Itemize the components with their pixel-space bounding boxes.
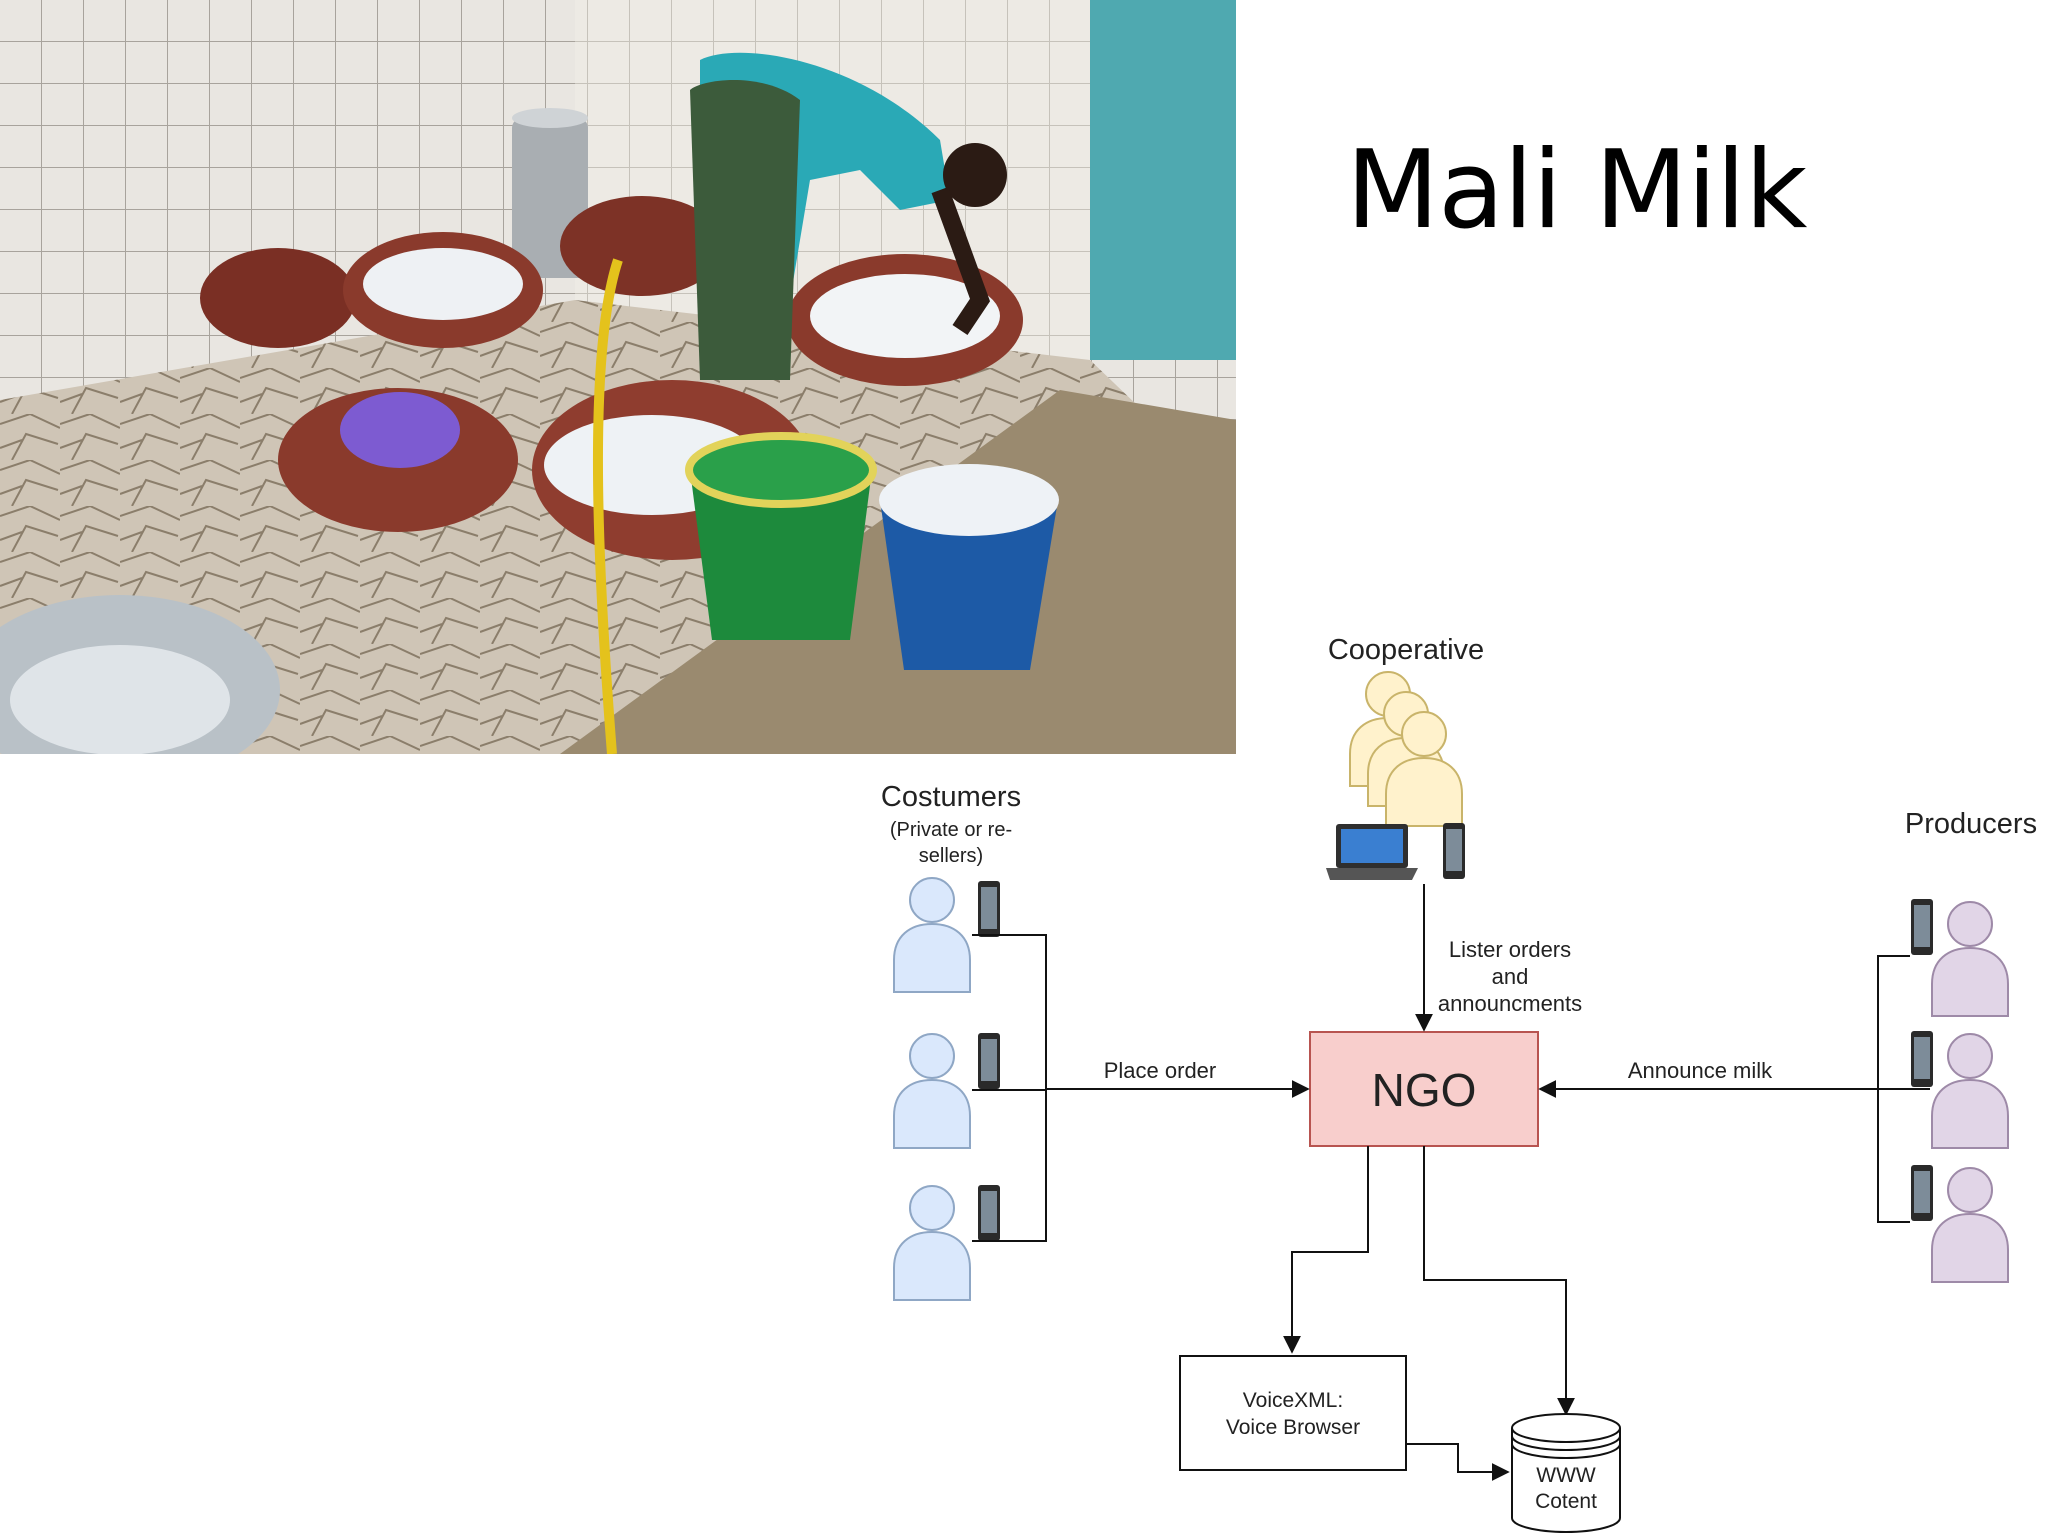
- edge-voicexml-to-www: [1406, 1443, 1510, 1481]
- edge-ngo-to-www: [1423, 1146, 1575, 1416]
- customer-person-icon: [893, 1033, 971, 1149]
- customers-label: Costumers: [881, 781, 1021, 813]
- edge-lister-line2: and: [1492, 964, 1529, 989]
- producer-person-icon: [1931, 1033, 2009, 1149]
- cooperative-label: Cooperative: [1328, 634, 1484, 666]
- cooperative-phone-icon: [1443, 823, 1465, 879]
- www-line2: Cotent: [1535, 1490, 1597, 1513]
- voicexml-box: [1179, 1355, 1407, 1471]
- customer-person-icon: [893, 877, 971, 993]
- ngo-label: NGO: [1372, 1064, 1477, 1116]
- customer-phone-icon: [978, 881, 1000, 937]
- voicexml-line1: VoiceXML:: [1243, 1389, 1343, 1412]
- milk-processing-photo: [0, 0, 1236, 754]
- customer-person-icon: [893, 1185, 971, 1301]
- producer-phone-icon: [1911, 1165, 1933, 1221]
- edge-announce-milk-label: Announce milk: [1628, 1058, 1773, 1083]
- slide-title: Mali Milk: [1346, 128, 1807, 253]
- producer-person-icon: [1931, 1167, 2009, 1283]
- www-line1: WWW: [1536, 1464, 1596, 1487]
- voicexml-line2: Voice Browser: [1226, 1416, 1360, 1439]
- customers-sublabel-line1: (Private or re-: [890, 819, 1012, 841]
- producers-label: Producers: [1905, 808, 2037, 840]
- edge-ngo-to-voicexml: [1283, 1146, 1369, 1354]
- producer-phone-icon: [1911, 899, 1933, 955]
- customer-phone-icon: [978, 1033, 1000, 1089]
- edge-place-order-label: Place order: [1104, 1058, 1217, 1083]
- edge-lister-line1: Lister orders: [1449, 937, 1571, 962]
- producer-phone-icon: [1911, 1031, 1933, 1087]
- www-content-database-icon: [1511, 1413, 1621, 1533]
- laptop-icon: [1326, 824, 1418, 880]
- ngo-box: [1309, 1031, 1539, 1147]
- customer-phone-icon: [978, 1185, 1000, 1241]
- edge-lister-line3: announcments: [1438, 991, 1582, 1016]
- customers-sublabel-line2: sellers): [919, 845, 983, 867]
- cooperative-group-icon: [1349, 671, 1463, 827]
- producer-person-icon: [1931, 901, 2009, 1017]
